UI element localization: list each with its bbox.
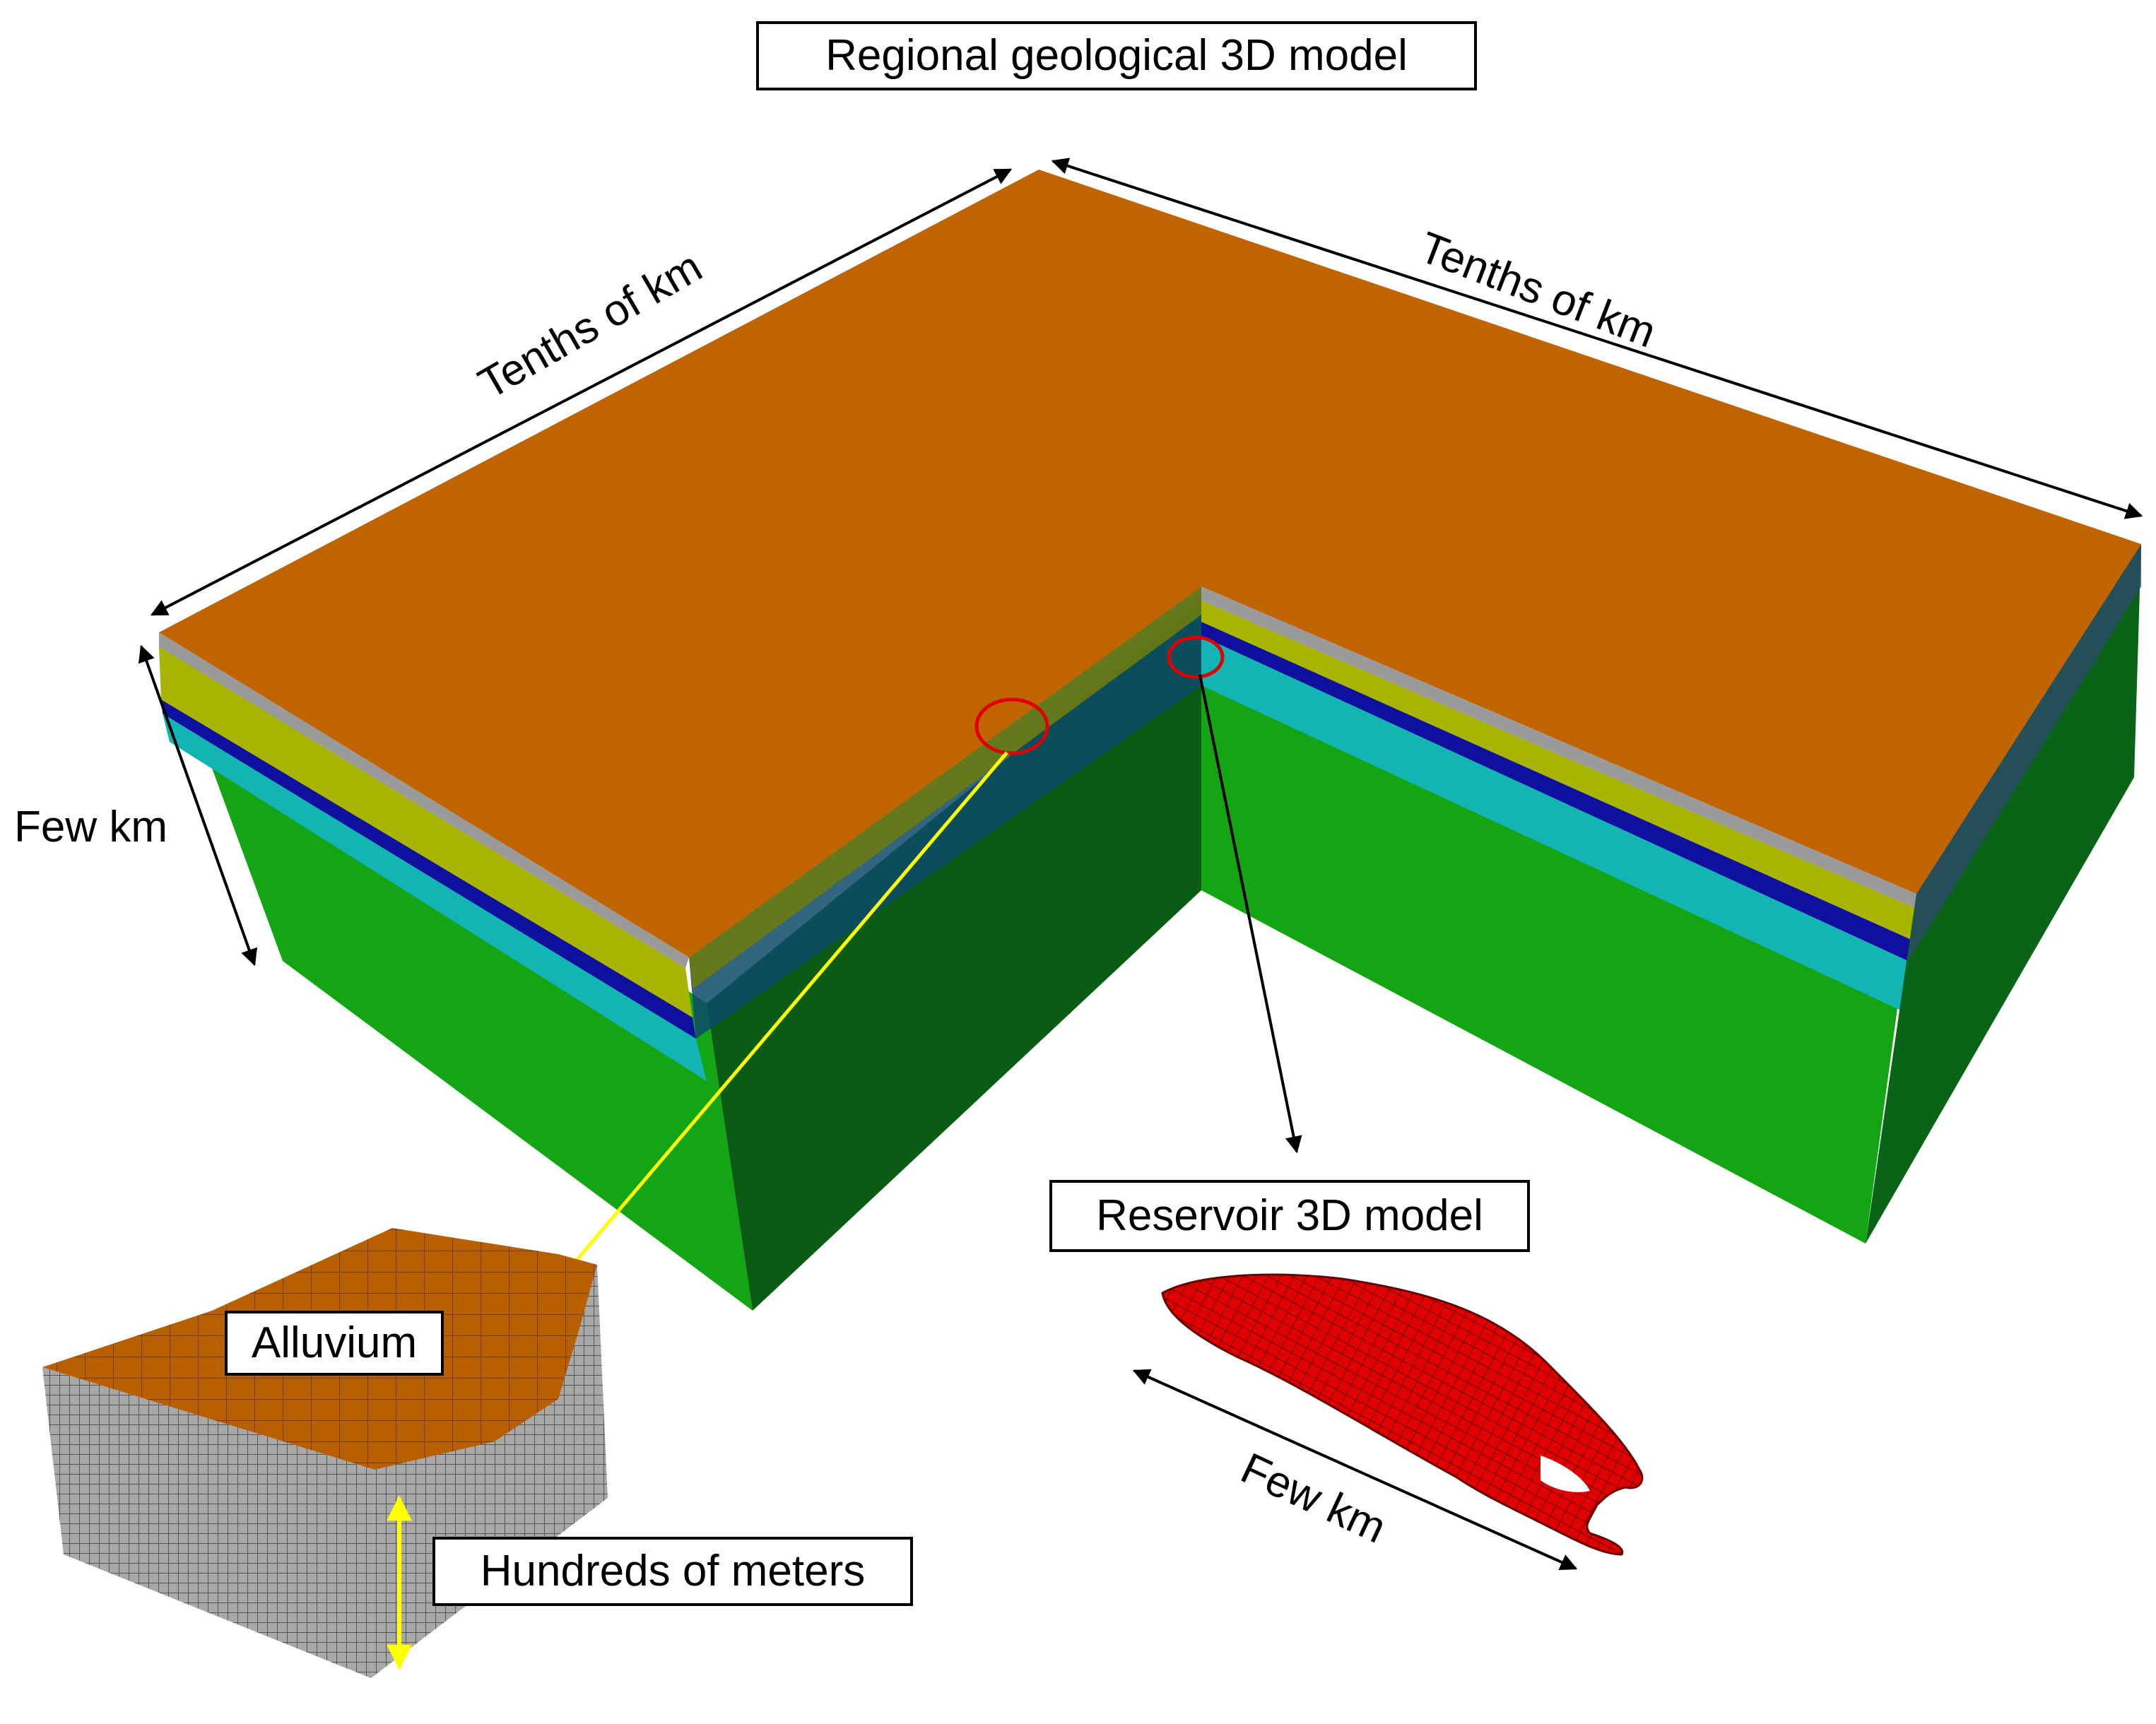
callout-circle-left: [974, 697, 1049, 755]
reservoir-gap: [1541, 1456, 1590, 1492]
black-callout-arrow: [1198, 674, 1302, 1154]
hundreds-of-meters-label: Hundreds of meters: [432, 1537, 913, 1606]
left-face-blue-layer: [161, 699, 696, 1039]
inner-left-wall-yellow: [689, 586, 1201, 989]
inner-right-wall-blue: [1201, 622, 1911, 961]
dimension-arrow-top-left: [150, 168, 1013, 616]
dimension-arrow-top-right: [1051, 158, 2143, 519]
left-face-cyan-layer: [163, 714, 707, 1081]
alluvium-mesh-block: [42, 1228, 608, 1678]
right-face-layers: [1908, 544, 2141, 961]
dimension-arrow-vertical: [138, 644, 258, 967]
top-surface: [159, 170, 2141, 957]
yellow-callout-arrow: [553, 751, 1008, 1288]
left-face-gray-layer: [159, 632, 689, 968]
reservoir-model-title: Reservoir 3D model: [1049, 1180, 1530, 1252]
inner-right-wall-yellow: [1201, 601, 1915, 940]
alluvium-side-left: [42, 1367, 375, 1678]
callout-circle-right: [1167, 635, 1225, 679]
few-km-vertical-label: Few km: [14, 803, 167, 851]
alluvium-label: Alluvium: [225, 1311, 444, 1376]
inner-right-wall-cyan: [1201, 636, 1908, 1010]
inner-left-wall: [707, 601, 1201, 1311]
regional-model-title: Regional geological 3D model: [756, 21, 1477, 90]
dimension-arrow-reservoir: [1132, 1369, 1578, 1571]
regional-block: [159, 170, 2141, 1311]
right-face-bedrock: [1866, 544, 2141, 1244]
left-face-yellow-layer: [159, 646, 693, 1017]
reservoir-body: [1161, 1273, 1644, 1556]
inner-right-wall-gray: [1201, 586, 1916, 908]
reservoir-shape: [1161, 1273, 1644, 1556]
